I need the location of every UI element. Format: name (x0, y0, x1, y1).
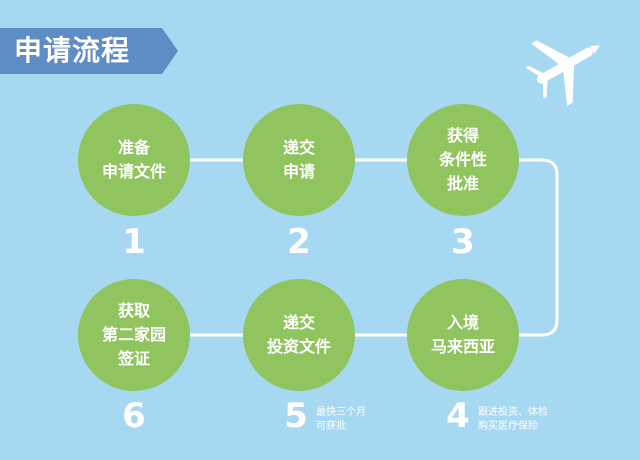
step-4-line1: 入境 (446, 313, 479, 332)
step-6-circle: 获取 第二家园 签证 (78, 279, 190, 391)
step-6-line2: 第二家园 (101, 325, 166, 344)
page-title: 申请流程 (14, 34, 131, 67)
step-4-line2: 马来西亚 (430, 337, 495, 356)
step-4-number: 4 (446, 396, 470, 436)
step-3-line1: 获得 (446, 126, 479, 145)
page-title-banner: 申请流程 (0, 28, 178, 74)
step-1-number: 1 (122, 222, 146, 262)
step-3-line3: 批准 (446, 174, 479, 193)
step-4-note-line1: 跟进投资、体检 (478, 407, 548, 418)
step-3-line2: 条件性 (438, 150, 487, 169)
connector-3-4 (519, 158, 559, 337)
step-5-line2: 投资文件 (266, 337, 331, 356)
step-3-circle: 获得 条件性 批准 (407, 104, 519, 216)
step-4-note-line2: 购买医疗保险 (478, 421, 538, 432)
airplane-icon (525, 40, 600, 106)
step-6-line1: 获取 (117, 301, 150, 320)
step-5-circle: 递交 投资文件 (243, 279, 355, 391)
step-1-circle: 准备 申请文件 (78, 104, 190, 216)
step-2-circle: 递交 申请 (243, 104, 355, 216)
step-3-number: 3 (451, 222, 475, 262)
step-6-line3: 签证 (117, 349, 150, 368)
step-5-number: 5 (284, 396, 308, 436)
step-5-line1: 递交 (282, 313, 315, 332)
step-1-line1: 准备 (117, 138, 150, 157)
step-5-note: 最快三个月 可获批 (316, 406, 366, 434)
step-4-note: 跟进投资、体检 购买医疗保险 (478, 406, 548, 434)
step-2-line1: 递交 (282, 138, 315, 157)
step-2-number: 2 (287, 222, 311, 262)
step-2-line2: 申请 (282, 162, 315, 181)
step-5-note-line2: 可获批 (316, 421, 346, 432)
step-4-circle: 入境 马来西亚 (407, 279, 519, 391)
step-5-note-line1: 最快三个月 (316, 407, 366, 418)
step-1-line2: 申请文件 (101, 162, 166, 181)
step-6-number: 6 (122, 396, 146, 436)
